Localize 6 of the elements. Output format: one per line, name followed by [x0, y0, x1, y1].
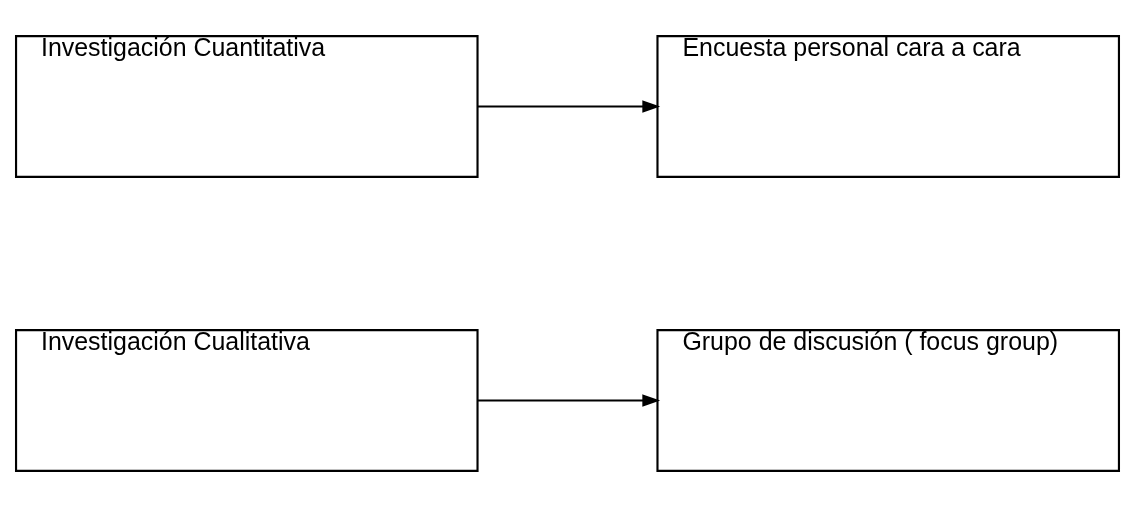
arrow	[477, 394, 661, 407]
node-box: Grupo de discusión ( focus group)	[656, 329, 1120, 472]
node-box: Investigación Cualitativa	[15, 329, 479, 472]
arrow	[477, 100, 661, 113]
node-box: Investigación Cuantitativa	[15, 35, 479, 178]
node-box: Encuesta personal cara a cara	[656, 35, 1120, 178]
